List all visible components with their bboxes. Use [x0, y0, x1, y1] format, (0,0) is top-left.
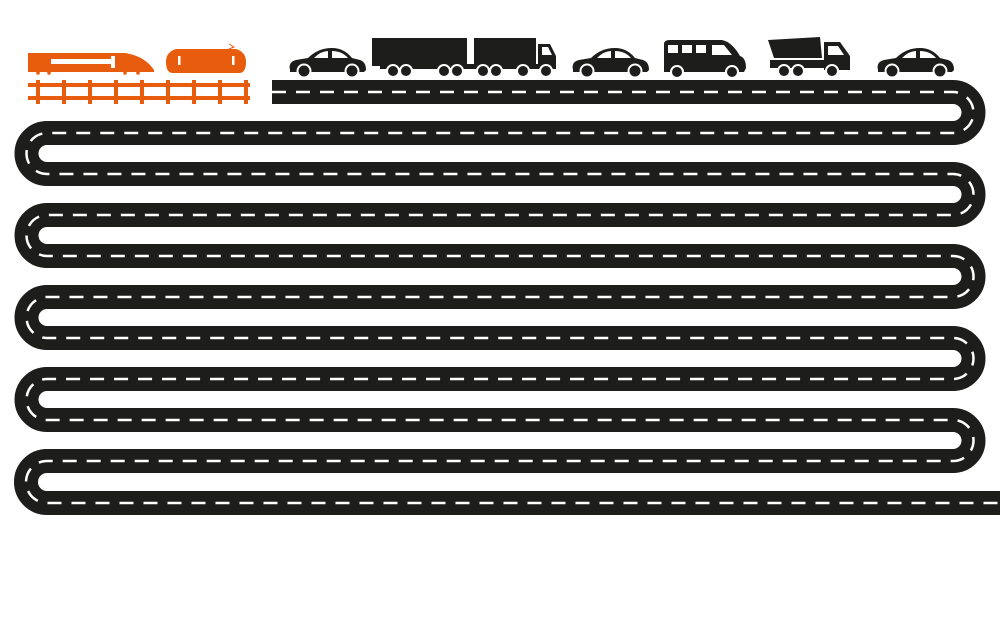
dump-truck-icon	[768, 37, 850, 78]
car-icon	[288, 47, 366, 78]
semi-truck-icon	[372, 38, 556, 78]
car-icon	[876, 47, 954, 78]
road	[14, 80, 1000, 515]
car-icon	[571, 47, 649, 78]
rail-track	[28, 80, 250, 104]
van-icon	[664, 40, 746, 79]
high-speed-train-icon	[28, 53, 154, 75]
lane-markings	[24, 90, 1000, 505]
locomotive-icon	[166, 43, 246, 73]
